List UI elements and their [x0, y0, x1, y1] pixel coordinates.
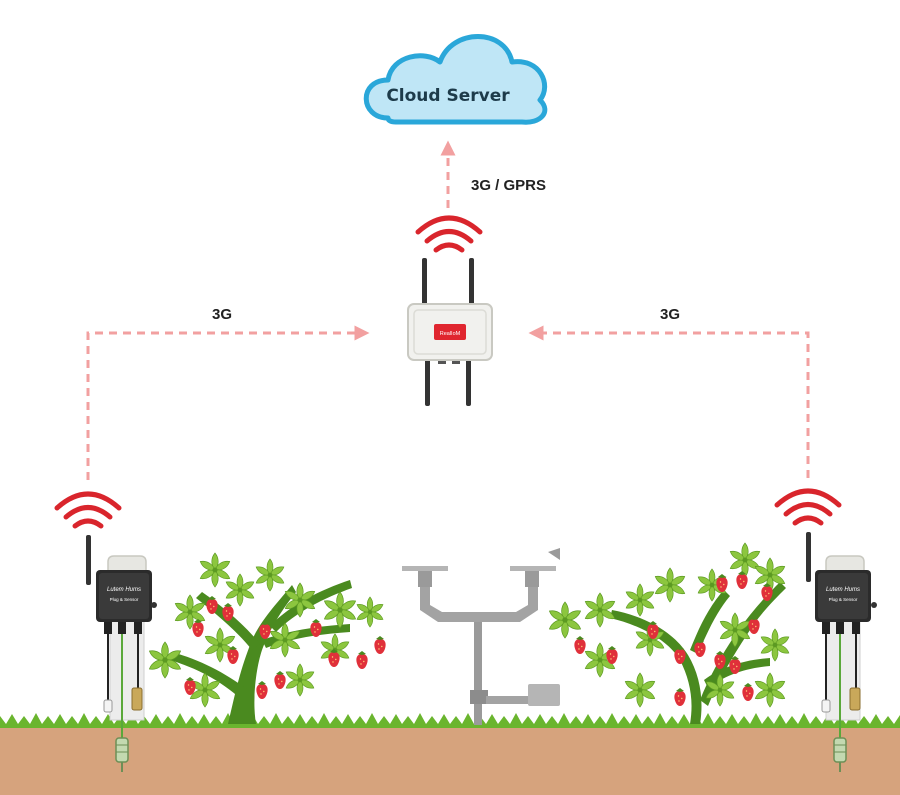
left-strawberry-plant	[148, 553, 386, 724]
gateway-device: RealIoM	[407, 258, 493, 406]
left-sensor-node: Lutem Hums Plug & Sensor	[86, 535, 157, 772]
gateway-badge	[434, 324, 466, 340]
gateway-signal-icon	[415, 215, 483, 253]
right-link-arrow	[528, 325, 810, 478]
cloud-label: Cloud Server	[386, 86, 510, 106]
right-strawberry-plant	[548, 543, 791, 724]
left-node-signal-icon	[54, 491, 122, 529]
gateway-badge-text: RealIoM	[440, 331, 461, 337]
ground	[0, 713, 900, 795]
right-link-label: 3G	[660, 306, 680, 323]
left-node-subtitle: Plug & Sensor	[110, 597, 139, 602]
right-sensor-node: Lutem Hums Plug & Sensor	[806, 532, 877, 772]
right-node-brand: Lutem Hums	[826, 587, 860, 593]
cloud-server: Cloud Server	[363, 34, 548, 125]
left-link-arrow	[86, 325, 370, 480]
cloud-shape	[363, 34, 548, 125]
weather-station	[402, 548, 560, 725]
grass	[0, 713, 900, 728]
right-node-signal-icon	[774, 488, 842, 526]
left-node-brand: Lutem Hums	[107, 587, 141, 593]
right-node-subtitle: Plug & Sensor	[829, 597, 858, 602]
uplink-label: 3G / GPRS	[471, 177, 546, 194]
left-link-label: 3G	[212, 306, 232, 323]
